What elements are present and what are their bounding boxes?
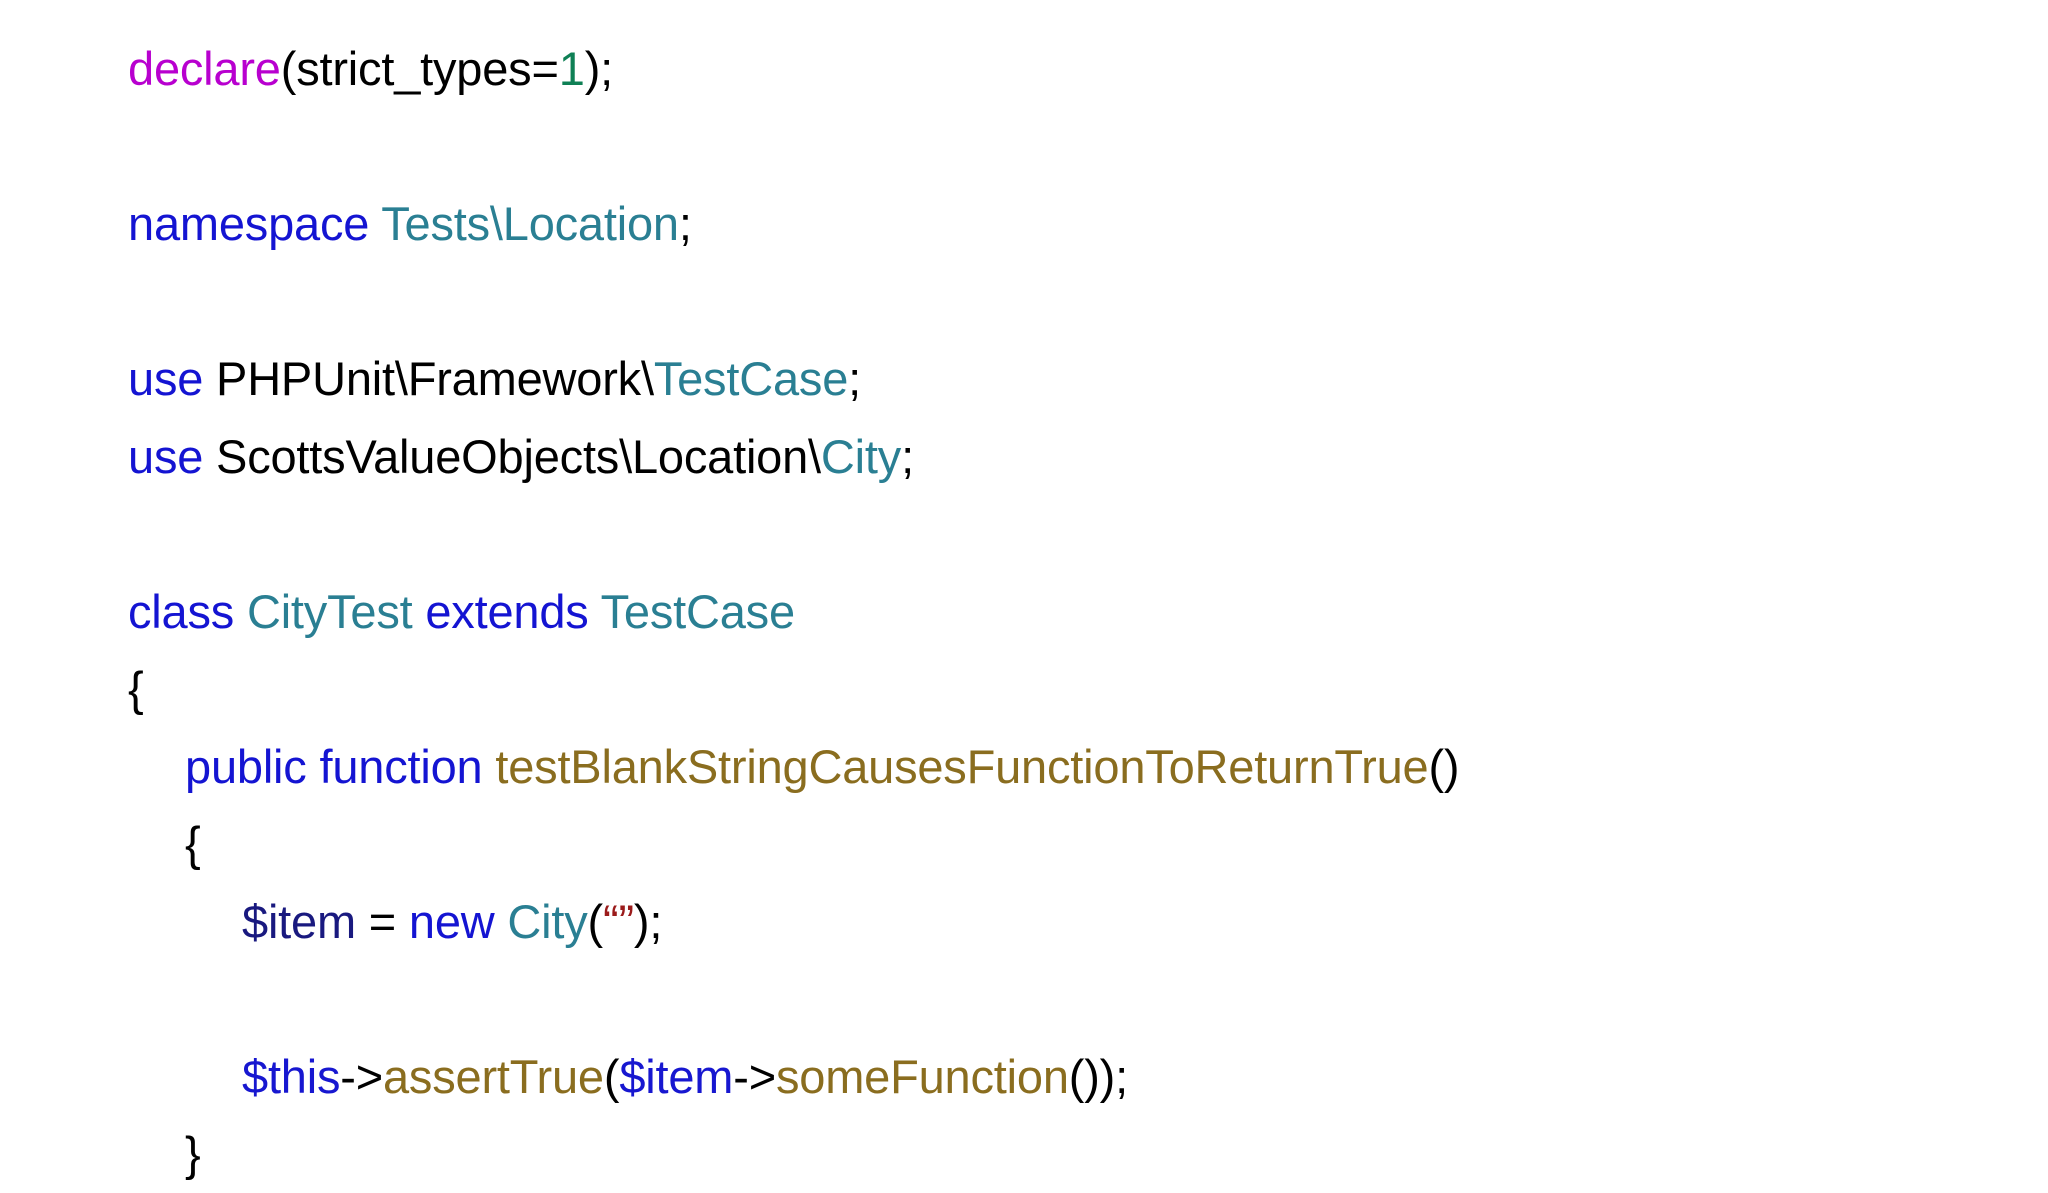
code-token: PHPUnit\Framework\: [203, 352, 654, 405]
code-token: [369, 197, 381, 250]
code-token: new: [408, 894, 495, 948]
line-declare: declare(strict_types=1);: [0, 30, 2048, 108]
code-token: [413, 585, 426, 638]
code-token: ;: [901, 429, 914, 483]
code-token: ->: [733, 1049, 776, 1103]
code-token: [234, 585, 247, 638]
code-token: ScottsValueObjects\Location\: [203, 429, 821, 483]
line-class-open-brace: {: [0, 650, 2048, 728]
code-token: public function: [185, 739, 483, 793]
code-token: [482, 740, 495, 793]
code-token: (: [587, 894, 604, 948]
code-token: [495, 895, 508, 948]
code-token: 1: [558, 42, 585, 95]
line-method-open-brace: {: [0, 805, 2048, 883]
line-class-decl: class CityTest extends TestCase: [0, 573, 2048, 651]
code-token: {: [128, 662, 144, 715]
code-token: namespace: [128, 197, 370, 250]
code-token: $item: [242, 894, 356, 948]
code-token: );: [633, 894, 663, 948]
line-blank-3: [0, 495, 2048, 573]
code-token: [589, 585, 601, 638]
line-blank-4: [0, 960, 2048, 1038]
code-token: (: [603, 1049, 620, 1103]
code-token: testBlankStringCausesFunctionToReturnTru…: [495, 739, 1429, 793]
code-lines-container: declare(strict_types=1); namespace Tests…: [0, 30, 2048, 1193]
code-token: declare: [128, 42, 281, 95]
code-token: );: [584, 42, 614, 95]
code-token: ->: [340, 1049, 383, 1103]
code-token: Tests\Location: [381, 197, 679, 250]
line-blank-2: [0, 263, 2048, 341]
code-token: $item: [619, 1049, 734, 1103]
code-token: TestCase: [653, 352, 849, 405]
line-method-close-brace: }: [0, 1115, 2048, 1193]
code-token: “”: [603, 894, 634, 948]
code-token: =: [355, 894, 409, 948]
code-token: ;: [848, 352, 861, 405]
code-token: ());: [1068, 1049, 1128, 1103]
code-token: }: [185, 1127, 201, 1180]
line-use-city: use ScottsValueObjects\Location\City;: [0, 418, 2048, 496]
code-token: City: [820, 429, 902, 483]
code-token: City: [507, 894, 588, 948]
code-token: $this: [242, 1049, 341, 1103]
line-use-testcase: use PHPUnit\Framework\TestCase;: [0, 340, 2048, 418]
code-token: (strict_types=: [280, 42, 559, 95]
code-token: extends: [425, 584, 589, 638]
code-token: TestCase: [600, 584, 796, 638]
code-token: someFunction: [775, 1049, 1069, 1103]
code-token: (): [1428, 739, 1460, 793]
code-token: ;: [678, 197, 692, 250]
line-namespace: namespace Tests\Location;: [0, 185, 2048, 263]
code-token: assertTrue: [382, 1049, 604, 1103]
line-blank-1: [0, 108, 2048, 186]
code-snippet-surface: declare(strict_types=1); namespace Tests…: [128, 42, 1460, 1180]
code-token: use: [128, 352, 204, 405]
code-token: class: [128, 584, 235, 638]
line-method-signature: public function testBlankStringCausesFun…: [0, 728, 2048, 806]
line-assert: $this->assertTrue($item->someFunction())…: [0, 1038, 2048, 1116]
code-token: CityTest: [246, 584, 413, 638]
line-new-city: $item = new City(“”);: [0, 883, 2048, 961]
code-token: use: [128, 429, 204, 483]
code-token: {: [185, 817, 201, 870]
